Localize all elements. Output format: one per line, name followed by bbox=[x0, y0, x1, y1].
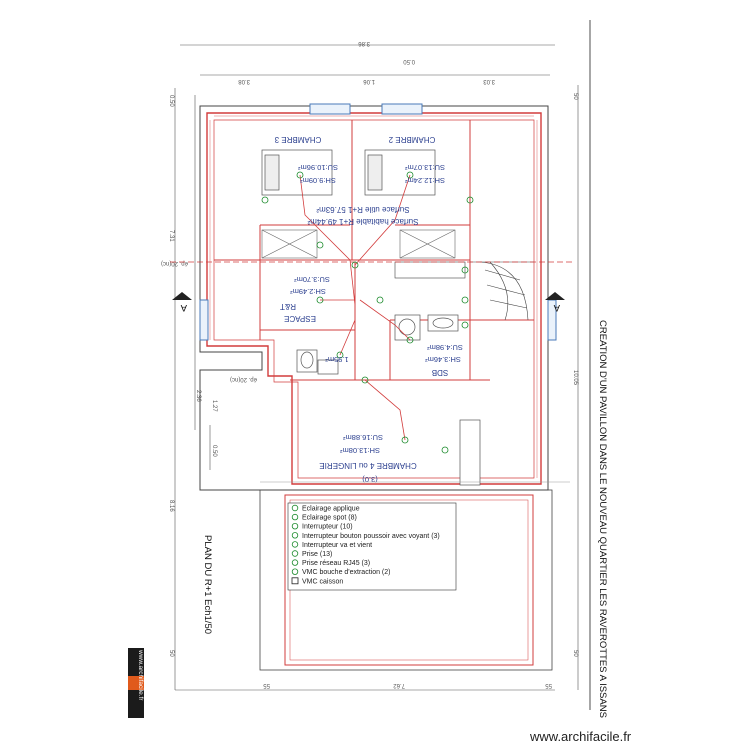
room-sdb: SDB bbox=[432, 368, 448, 377]
wc-area: 1.95m² bbox=[325, 355, 349, 364]
legend-row: Interrupteur va et vient bbox=[291, 541, 372, 549]
dim-top-d4: 0.50 bbox=[403, 58, 415, 64]
sdb-sh: SH:3.46m² bbox=[425, 355, 461, 364]
legend-label: Prise (13) bbox=[302, 551, 332, 558]
logo-text: www.archifacile.fr bbox=[137, 649, 144, 701]
dim-left-small1: 0.50 bbox=[211, 445, 217, 457]
vmc-vent-icon bbox=[291, 568, 299, 575]
rj45-icon bbox=[291, 559, 299, 566]
dim-note-1: ép. 20(nc) bbox=[230, 376, 257, 382]
dim-bottom-total: 7.62 bbox=[393, 682, 405, 688]
dim-bottom-right: 55 bbox=[545, 682, 552, 688]
room-chambre-4: CHAMBRE 4 ou LINGERIE bbox=[319, 461, 416, 470]
dim-right-bottom: 50 bbox=[572, 650, 578, 657]
socket-icon bbox=[291, 550, 299, 557]
legend-row: VMC caisson bbox=[291, 577, 343, 585]
dim-top-d3: 3.03 bbox=[483, 78, 495, 84]
legend-label: VMC caisson bbox=[302, 578, 343, 585]
espace-sh: SH:2.49m² bbox=[290, 287, 326, 296]
closets bbox=[261, 229, 456, 259]
electrical-symbols bbox=[261, 171, 474, 454]
legend-row: Prise réseau RJ45 (3) bbox=[291, 559, 370, 567]
section-marker-right: A bbox=[553, 302, 560, 313]
chambre-3-su: SU:10.96m² bbox=[297, 163, 338, 172]
sdb-su: SU:4.98m² bbox=[427, 343, 463, 352]
chambre-4-height: (3.0) bbox=[362, 475, 378, 484]
dim-top-d1: 3.08 bbox=[238, 78, 250, 84]
section-line bbox=[170, 261, 575, 300]
project-title: CREATION D'UN PAVILLON DANS LE NOUVEAU Q… bbox=[597, 320, 608, 718]
legend-label: Eclairage applique bbox=[302, 506, 360, 513]
legend-row: Prise (13) bbox=[291, 550, 332, 558]
bathroom-fixtures bbox=[296, 314, 481, 486]
dim-left-total: 7.31 bbox=[168, 230, 174, 242]
watermark: www.archifacile.fr bbox=[529, 729, 632, 744]
vmc-box-icon bbox=[291, 577, 299, 585]
dim-right-top: 50 bbox=[572, 93, 578, 100]
room-chambre-2: CHAMBRE 2 bbox=[388, 135, 435, 144]
surface-habitable: Surface habitable R+1 49.44m² bbox=[307, 217, 418, 226]
dim-bottom-left: 55 bbox=[263, 682, 270, 688]
chambre-3-sh: SH:9.09m² bbox=[300, 176, 336, 185]
dim-note-2: ép. 20(nc) bbox=[161, 260, 188, 266]
legend-label: Interrupteur va et vient bbox=[302, 542, 372, 549]
chambre-2-sh: SH:12.24m² bbox=[404, 176, 445, 185]
dim-top-d2: 1.06 bbox=[363, 78, 375, 84]
dim-left-lower: 8.16 bbox=[168, 500, 174, 512]
dim-left-ext2: 50 bbox=[168, 650, 174, 657]
chambre-2-su: SU:13.07m² bbox=[404, 163, 445, 172]
dim-right-total: 10.05 bbox=[572, 370, 578, 386]
archifacile-logo: www.archifacile.fr bbox=[128, 648, 144, 718]
chambre-4-su: SU:16.88m² bbox=[342, 433, 383, 442]
push-button-icon bbox=[291, 532, 299, 539]
legend-row: Eclairage applique bbox=[291, 504, 360, 513]
room-espace: ESPACE bbox=[284, 314, 316, 323]
spot-light-icon bbox=[291, 513, 299, 521]
dim-left-mid: 2.36 bbox=[195, 390, 201, 402]
legend-row: Interrupteur bouton poussoir avec voyant… bbox=[291, 532, 440, 540]
legend-label: Interrupteur (10) bbox=[302, 524, 353, 531]
dim-top-total: 3.86 bbox=[358, 40, 370, 46]
staircase bbox=[394, 261, 534, 321]
legend-box bbox=[287, 502, 457, 591]
windows bbox=[199, 103, 557, 341]
room-chambre-3: CHAMBRE 3 bbox=[274, 135, 321, 144]
legend-label: Prise réseau RJ45 (3) bbox=[302, 560, 370, 567]
building-outline bbox=[199, 105, 549, 491]
beds bbox=[261, 149, 436, 196]
dim-left-ext1: 0.50 bbox=[168, 95, 174, 107]
espace-su: SU:3.70m² bbox=[294, 275, 330, 284]
legend-row: VMC bouche d'extraction (2) bbox=[291, 568, 391, 576]
legend-row: Eclairage spot (8) bbox=[291, 513, 357, 522]
surface-utile: Surface utile R+1 57.63m² bbox=[316, 205, 409, 214]
legend-label: VMC bouche d'extraction (2) bbox=[302, 569, 391, 576]
interior-walls bbox=[214, 120, 534, 381]
legend-label: Eclairage spot (8) bbox=[302, 515, 357, 522]
plan-title: PLAN DU R+1 Ech1/50 bbox=[202, 535, 213, 634]
switch-icon bbox=[291, 523, 299, 530]
dim-left-small2: 1.27 bbox=[211, 400, 217, 412]
room-espace-sub: R&T bbox=[280, 302, 296, 311]
wiring bbox=[299, 174, 411, 441]
section-marker-left: A bbox=[180, 302, 187, 313]
dimension-lines bbox=[174, 44, 579, 691]
legend-row: Interrupteur (10) bbox=[291, 523, 353, 531]
chambre-4-sh: SH:13.08m² bbox=[339, 446, 380, 455]
two-way-switch-icon bbox=[291, 541, 299, 548]
legend-label: Interrupteur bouton poussoir avec voyant… bbox=[302, 533, 440, 540]
wall-light-icon bbox=[291, 504, 299, 512]
